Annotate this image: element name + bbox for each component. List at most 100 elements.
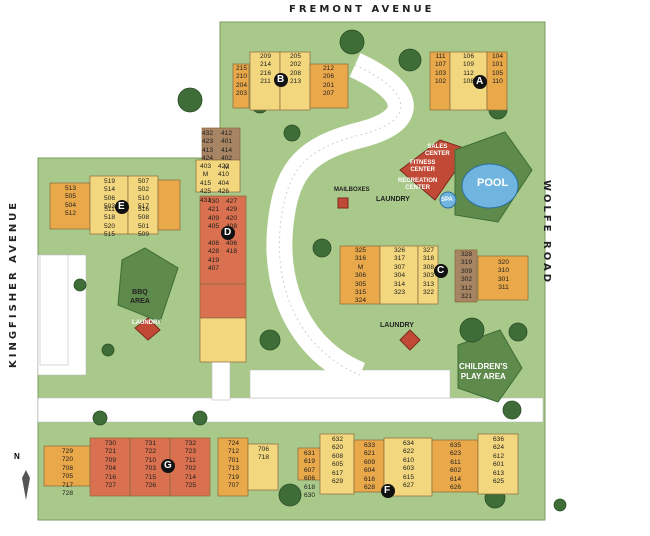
play-label-line-2: PLAY AREA: [460, 372, 506, 381]
unit-number: 634: [402, 440, 414, 447]
unit-number: 201: [322, 81, 334, 89]
laundry-building-1: [399, 329, 421, 351]
unit-number: 423: [201, 138, 213, 146]
bbq-label-line-1: BBQ: [132, 289, 148, 296]
laundry-label-bbq: LAUNDRY: [132, 320, 162, 326]
unit-number: 520: [103, 222, 115, 230]
unit-number: 327: [422, 247, 434, 254]
unit-number: 104: [491, 53, 503, 60]
unit-number: 607: [303, 466, 315, 474]
unit-number: 207: [322, 90, 334, 98]
unit-number: 709: [104, 456, 116, 464]
unit-number: 418: [225, 248, 237, 256]
unit-number: 101: [491, 61, 503, 69]
unit-number: 728: [61, 490, 73, 498]
street-fremont-avenue: FREMONT AVENUE: [289, 4, 435, 15]
unit-number: 309: [460, 267, 472, 275]
unit-number: 730: [104, 440, 116, 447]
unit-number: 507: [137, 178, 149, 185]
unit-number: 516: [137, 206, 149, 213]
unit-number: 406: [225, 240, 237, 247]
compass-needle: [22, 470, 30, 500]
unit-number: 721: [104, 448, 116, 456]
recreation-center-label: RECREATION CENTER: [398, 178, 437, 192]
unit-number: 409: [207, 214, 219, 222]
unit-number: 425: [199, 188, 211, 196]
unit-number: 726: [144, 482, 156, 490]
unit-number: 630: [303, 492, 315, 500]
unit-number: 713: [227, 465, 239, 473]
bbq-label-line-2: AREA: [130, 298, 150, 305]
unit-number: 502: [137, 186, 149, 194]
building-markers: [115, 73, 487, 498]
unit-number: 307: [393, 263, 405, 271]
unit-number: 419: [207, 256, 219, 264]
unit-number: 609: [363, 458, 375, 466]
unit-number: 303: [422, 272, 434, 280]
unit-number: 518: [103, 214, 115, 222]
bbq-area-shape: [117, 247, 179, 323]
unit-number: 106: [462, 53, 474, 60]
unit-number: 108: [462, 78, 474, 86]
unit-number: 430: [207, 198, 219, 205]
unit-number: M 306: [354, 263, 366, 280]
unit-number: 623: [449, 450, 461, 458]
building-marker-c: C: [437, 265, 445, 276]
unit-number: 628: [363, 484, 375, 492]
unit-number: 314: [393, 280, 405, 288]
unit-number: 310: [497, 267, 509, 275]
unit-number: 613: [492, 469, 504, 477]
unit-number: 729: [61, 448, 73, 455]
unit-number: 431: [199, 196, 211, 204]
unit-number: 605: [331, 461, 343, 469]
unit-number: 112: [463, 69, 474, 77]
unit-number: 504: [64, 201, 76, 209]
unit-number: 317: [393, 255, 405, 263]
unit-number: 722: [144, 448, 156, 456]
building-marker-g: G: [164, 460, 172, 471]
unit-number: 515: [103, 231, 115, 239]
unit-number: 210: [235, 73, 247, 81]
unit-number: 302: [460, 276, 472, 284]
bbq-area-label: BBQ AREA: [130, 288, 150, 306]
unit-number: 304: [393, 272, 405, 280]
unit-number: 705: [61, 473, 73, 481]
unit-number: 408: [225, 223, 237, 231]
play-area-shape: [457, 329, 523, 403]
unit-number: 202: [289, 61, 301, 69]
unit-number: 412: [220, 130, 232, 137]
unit-number: 212: [322, 65, 334, 72]
unit-number: 616: [363, 475, 375, 483]
unit-number: 704: [104, 465, 116, 473]
building-marker-e: E: [118, 201, 125, 212]
unit-number: 624: [492, 444, 504, 452]
childrens-play-area-label: CHILDREN'S PLAY AREA: [459, 362, 508, 382]
unit-number: 506: [103, 194, 115, 202]
unit-number: 505: [64, 193, 76, 201]
unit-number: 109: [462, 61, 474, 69]
unit-number: 714: [184, 473, 196, 481]
unit-number: 602: [449, 467, 461, 475]
unit-number: 421: [207, 206, 219, 214]
unit-number: 707: [227, 482, 239, 490]
unit-number: 214: [259, 61, 271, 69]
unit-number: 501: [137, 222, 149, 230]
unit-number: 323: [393, 289, 405, 297]
unit-number: 414: [220, 146, 232, 154]
